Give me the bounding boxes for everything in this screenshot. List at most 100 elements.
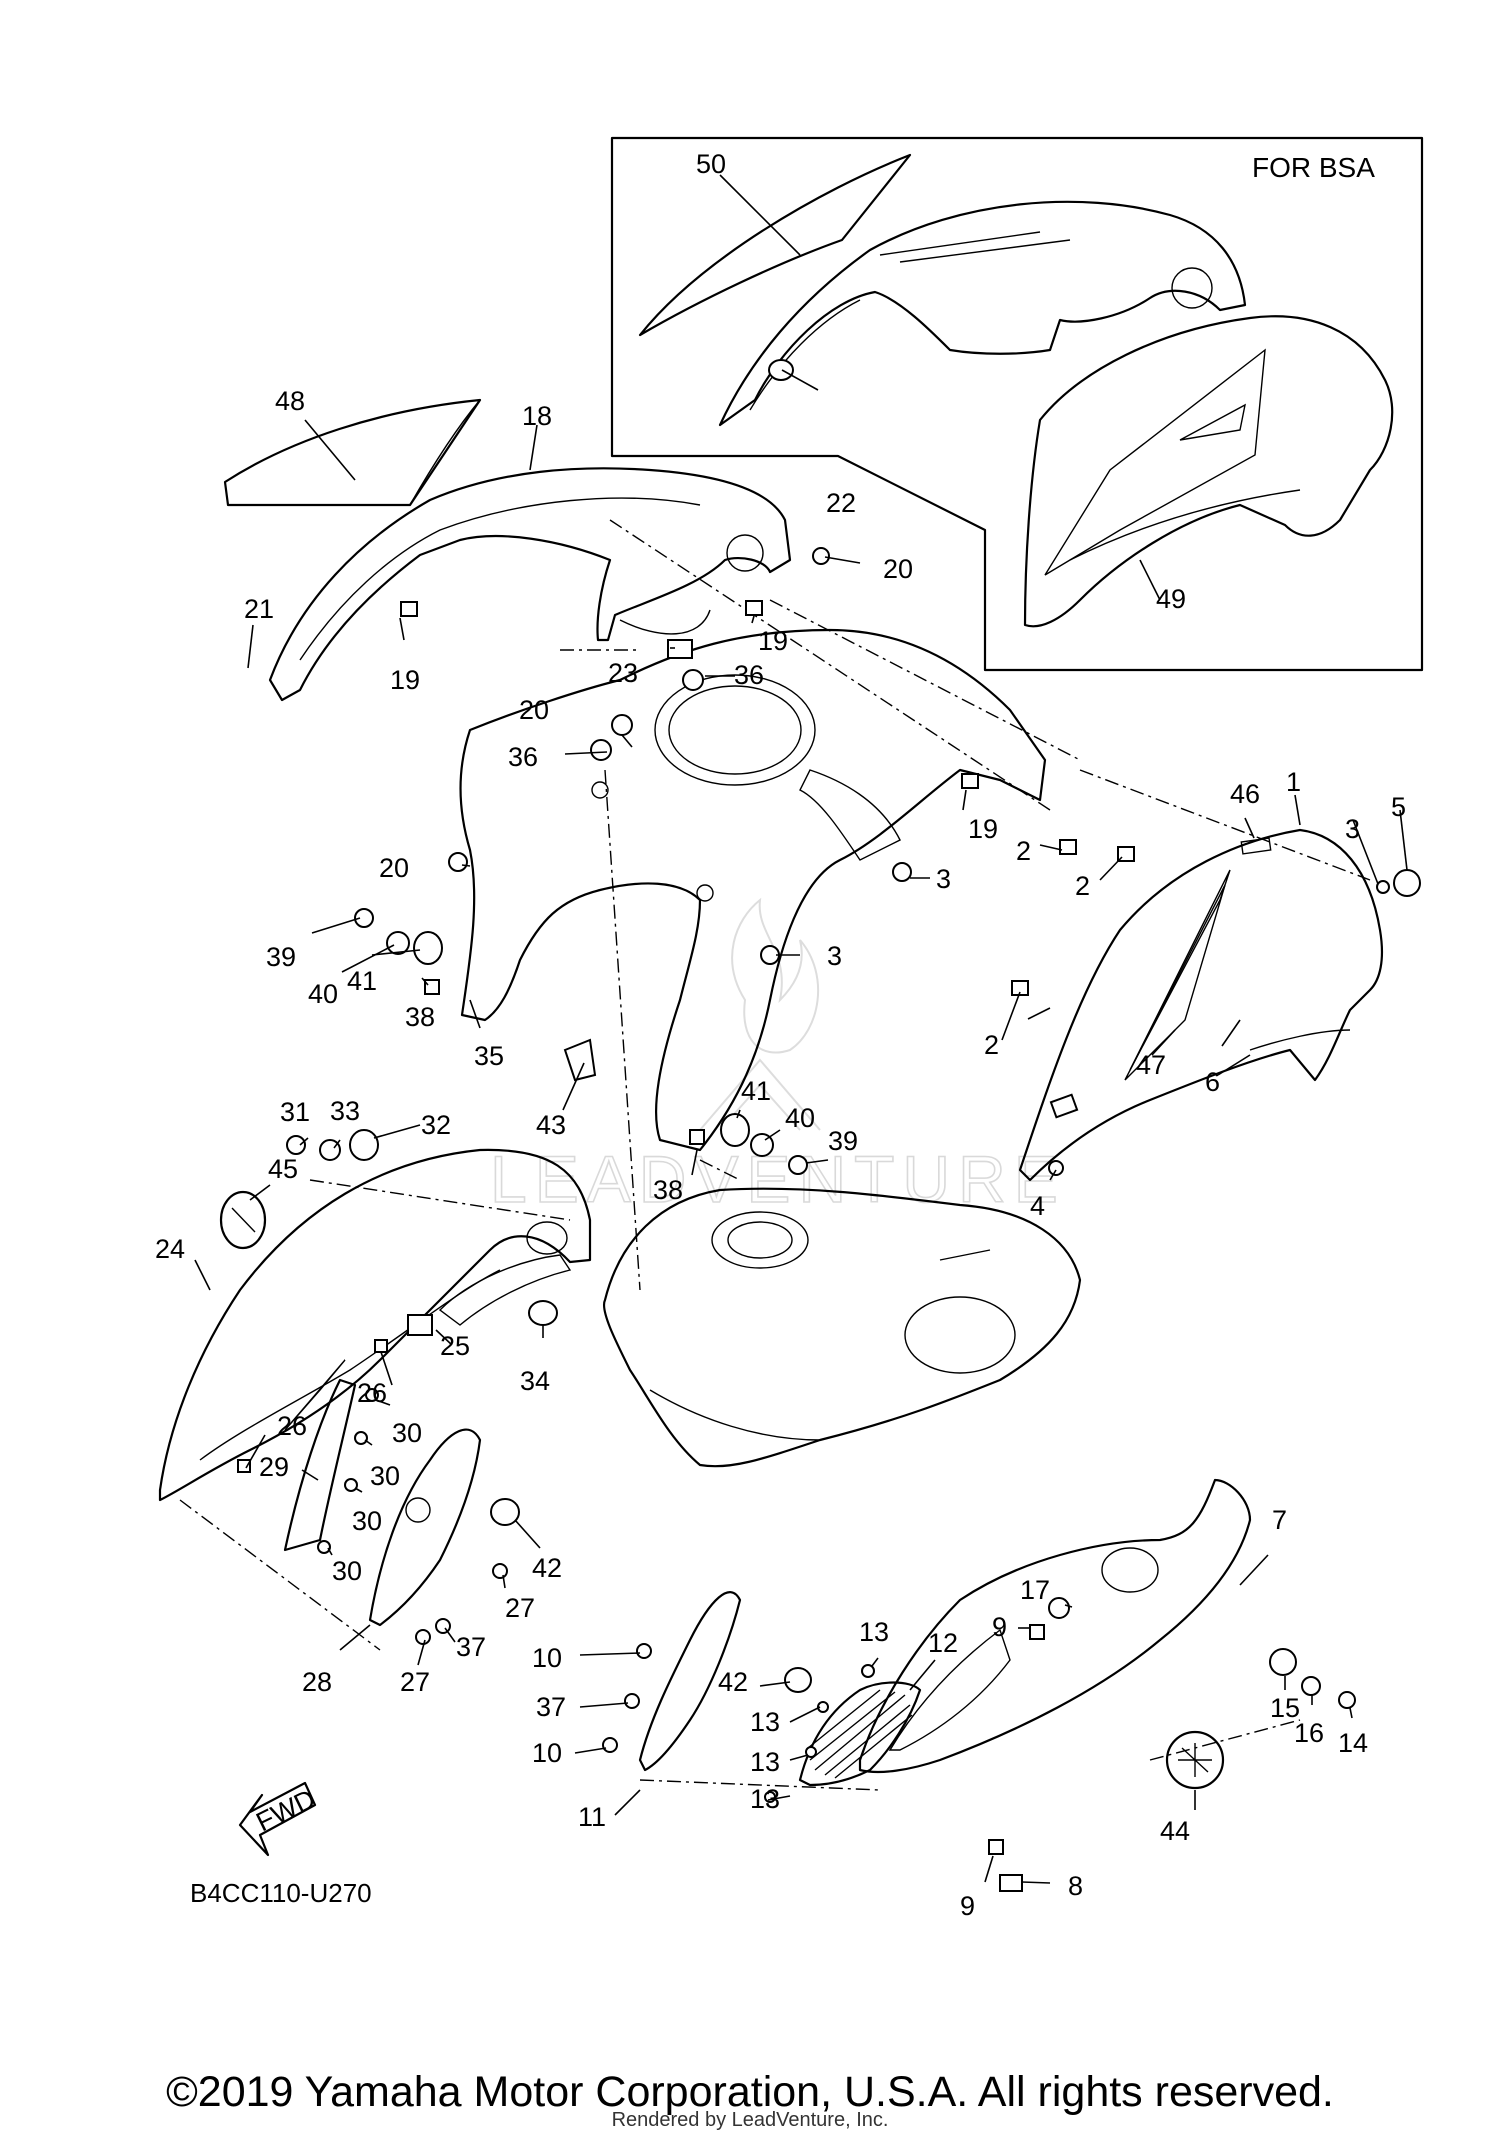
callout-49: 49: [1156, 584, 1186, 614]
callout-27: 27: [400, 1667, 430, 1697]
callout-32: 32: [421, 1110, 451, 1140]
side-cover-left: [158, 1148, 592, 1502]
callout-2: 2: [984, 1030, 999, 1060]
side-cover-lower: [858, 1478, 1252, 1774]
rendered-by-text: Rendered by LeadVenture, Inc.: [611, 2109, 889, 2131]
callout-14: 14: [1338, 1728, 1368, 1758]
callout-20: 20: [519, 695, 549, 725]
bsa-windscreen: [638, 153, 912, 337]
callout-3: 3: [936, 864, 951, 894]
callout-50: 50: [696, 149, 726, 179]
emblem-44: [1165, 1730, 1225, 1790]
copyright-text: ©2019 Yamaha Motor Corporation, U.S.A. A…: [166, 2068, 1334, 2116]
callout-31: 31: [280, 1097, 310, 1127]
callout-30: 30: [370, 1461, 400, 1491]
callout-5: 5: [1391, 792, 1406, 822]
callout-labels: 50 48 18 22 20 21 19 19 23 36 20 36 49 4…: [155, 149, 1406, 1921]
hardware: [237, 359, 1421, 1892]
callout-41: 41: [347, 966, 377, 996]
callout-41: 41: [741, 1076, 771, 1106]
callout-20: 20: [379, 853, 409, 883]
callout-38: 38: [653, 1175, 683, 1205]
callout-48: 48: [275, 386, 305, 416]
callout-10: 10: [532, 1738, 562, 1768]
callout-13: 13: [750, 1747, 780, 1777]
callout-47: 47: [1136, 1050, 1166, 1080]
bsa-side-cover: [1023, 315, 1394, 628]
bsa-inset: FOR BSA: [610, 136, 1424, 672]
callout-19: 19: [758, 626, 788, 656]
callout-9: 9: [960, 1891, 975, 1921]
callout-17: 17: [1020, 1575, 1050, 1605]
callout-3: 3: [1345, 814, 1360, 844]
callout-30: 30: [332, 1556, 362, 1586]
upper-cover: [268, 467, 792, 702]
callout-30: 30: [392, 1418, 422, 1448]
callout-13: 13: [750, 1707, 780, 1737]
small-cover-29: [283, 1378, 357, 1552]
callout-37: 37: [456, 1632, 486, 1662]
callout-13: 13: [859, 1617, 889, 1647]
callout-23: 23: [608, 658, 638, 688]
callout-25: 25: [440, 1331, 470, 1361]
bsa-inset-label: FOR BSA: [1252, 152, 1375, 183]
callout-42: 42: [718, 1667, 748, 1697]
callout-12: 12: [928, 1628, 958, 1658]
bsa-upper-cover: [718, 200, 1247, 427]
callout-46: 46: [1230, 779, 1260, 809]
callout-2: 2: [1016, 836, 1031, 866]
side-cover-right: [1018, 828, 1384, 1182]
callout-28: 28: [302, 1667, 332, 1697]
callout-18: 18: [522, 401, 552, 431]
callout-42: 42: [532, 1553, 562, 1583]
callout-7: 7: [1272, 1505, 1287, 1535]
callout-15: 15: [1270, 1693, 1300, 1723]
callout-33: 33: [330, 1096, 360, 1126]
callout-11: 11: [578, 1802, 606, 1832]
callout-6: 6: [1205, 1067, 1220, 1097]
callout-36: 36: [508, 742, 538, 772]
callout-35: 35: [474, 1041, 504, 1071]
callout-26: 26: [277, 1411, 307, 1441]
callout-13: 13: [750, 1784, 780, 1814]
decal-45: [219, 1190, 267, 1250]
tank-top-cover: [459, 628, 1047, 1152]
callout-20: 20: [883, 554, 913, 584]
cover-28: [368, 1428, 482, 1627]
callout-3: 3: [827, 941, 842, 971]
callout-9: 9: [992, 1612, 1007, 1642]
mesh-panel: [798, 1681, 922, 1787]
windscreen: [223, 398, 482, 507]
callout-39: 39: [266, 942, 296, 972]
callout-34: 34: [520, 1366, 550, 1396]
callout-30: 30: [352, 1506, 382, 1536]
callout-39: 39: [828, 1126, 858, 1156]
svg-text:FWD: FWD: [251, 1783, 319, 1837]
reference-code: B4CC110-U270: [190, 1878, 372, 1908]
bracket-11: [638, 1591, 742, 1772]
fwd-arrow-icon: FWD: [238, 1781, 320, 1857]
callout-36: 36: [734, 660, 764, 690]
callout-16: 16: [1294, 1718, 1324, 1748]
callout-24: 24: [155, 1234, 185, 1264]
callout-10: 10: [532, 1643, 562, 1673]
callout-19: 19: [390, 665, 420, 695]
watermark: LEADVENTURE: [490, 1142, 1066, 1216]
callout-26: 26: [357, 1378, 387, 1408]
leader-lines: [194, 174, 1408, 1884]
callout-29: 29: [259, 1452, 289, 1482]
callout-19: 19: [968, 814, 998, 844]
callout-4: 4: [1030, 1191, 1045, 1221]
callout-38: 38: [405, 1002, 435, 1032]
fuel-tank: [602, 1187, 1082, 1468]
callout-27: 27: [505, 1593, 535, 1623]
callout-37: 37: [536, 1692, 566, 1722]
callout-43: 43: [536, 1110, 566, 1140]
assembly-dash-lines: [179, 519, 1371, 1791]
callout-22: 22: [826, 488, 856, 518]
callout-8: 8: [1068, 1871, 1083, 1901]
callout-40: 40: [785, 1103, 815, 1133]
callout-1: 1: [1286, 767, 1301, 797]
callout-21: 21: [244, 594, 274, 624]
